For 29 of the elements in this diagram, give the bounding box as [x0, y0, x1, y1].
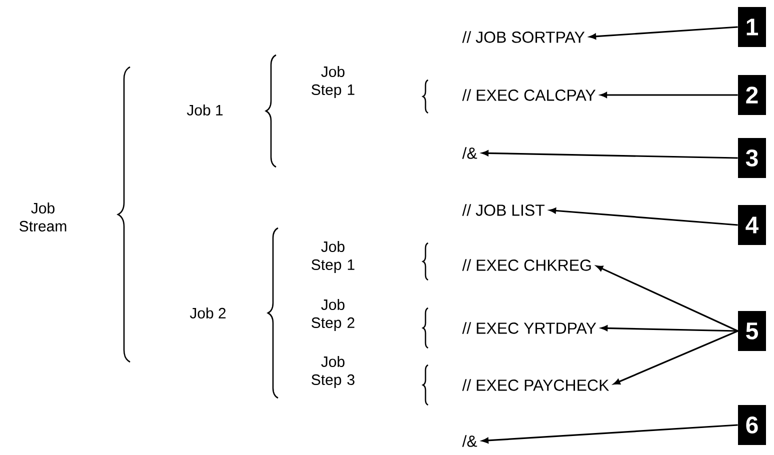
- hierarchy-label: Job 2: [190, 307, 226, 318]
- arrow: [482, 424, 738, 444]
- arrow: [549, 208, 738, 226]
- callout-number: 1: [738, 7, 766, 47]
- arrow: [601, 325, 738, 332]
- hierarchy-label: Job Step 2: [312, 299, 354, 331]
- statement-text: // EXEC CHKREG: [462, 259, 591, 271]
- hierarchy-label: Job Step 1: [312, 66, 354, 98]
- statement-text: // JOB LIST: [462, 204, 545, 216]
- arrow: [600, 92, 738, 98]
- statement-text: /&: [462, 147, 478, 159]
- statement-text: // JOB SORTPAY: [462, 31, 585, 43]
- hierarchy-label: Job Step 1: [312, 241, 354, 273]
- hierarchy-label: Job Step 3: [312, 356, 354, 388]
- statement-text: // EXEC PAYCHECK: [462, 379, 610, 391]
- arrow: [614, 330, 738, 385]
- hierarchy-label: Job Stream: [20, 202, 66, 232]
- callout-number: 5: [738, 311, 766, 351]
- statement-text: // EXEC YRTDPAY: [462, 322, 596, 334]
- callout-number: 6: [738, 405, 766, 445]
- callout-number: 4: [738, 205, 766, 245]
- callout-number: 3: [738, 138, 766, 178]
- arrow: [482, 150, 738, 159]
- hierarchy-label: Job 1: [186, 104, 223, 116]
- statement-text: // EXEC CALCPAY: [462, 89, 596, 101]
- arrow: [596, 266, 738, 332]
- arrow: [589, 26, 738, 40]
- statement-text: /&: [462, 435, 478, 447]
- callout-number: 2: [738, 75, 766, 115]
